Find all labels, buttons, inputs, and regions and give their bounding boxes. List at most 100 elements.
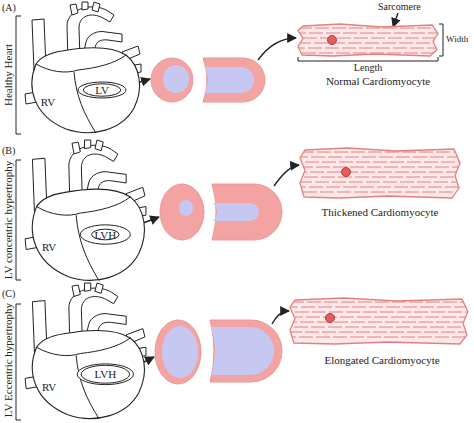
ventricle-wall — [155, 320, 201, 384]
blood-vessel — [85, 140, 91, 149]
sarcomere-striation — [300, 167, 460, 168]
sarcomere-striation — [298, 33, 438, 34]
chamber-label: LVH — [95, 229, 117, 240]
sarcomere-striation — [298, 38, 438, 39]
panel-bracket — [16, 16, 21, 134]
cardiomyocyte-cell: Thickened Cardiomyocyte — [300, 148, 460, 198]
sarcomere-striation — [300, 192, 460, 193]
cardiomyocyte-cell: Elongated Cardiomyocyte — [290, 298, 468, 344]
cell-nucleus — [328, 36, 337, 45]
short-axis-section — [160, 184, 204, 240]
cell-body — [290, 298, 468, 344]
section-plane — [78, 82, 126, 98]
section-plane — [81, 365, 129, 383]
ventricle-wall — [212, 184, 282, 240]
chamber-label: RV — [42, 381, 56, 392]
ventricle-wall — [160, 184, 204, 240]
cell-shape — [298, 24, 438, 56]
ventricle-cavity — [204, 67, 254, 93]
cell-membrane — [298, 24, 438, 56]
heart-shape — [22, 140, 147, 285]
chamber-border — [37, 347, 81, 355]
chamber-label: RV — [41, 97, 55, 108]
sarcomere-striation — [300, 182, 460, 183]
chamber-label: LVH — [95, 369, 117, 380]
section-plane — [77, 364, 133, 385]
sarcomere-striation — [290, 317, 468, 318]
chamber-border — [80, 338, 130, 354]
cell-shape — [290, 298, 468, 344]
pointer-arrow — [272, 311, 289, 324]
cardiomyocyte-cell: Normal Cardiomyocyte — [298, 24, 438, 56]
dimension-label: Width — [446, 35, 468, 44]
chamber-label: RV — [42, 242, 56, 253]
sarcomere-striation — [300, 187, 460, 188]
part-label: Sarcomere — [378, 2, 421, 12]
heart-illustration: RV LVH — [22, 283, 147, 423]
sarcomere-striation — [290, 322, 468, 323]
sarcomere-striation — [290, 332, 468, 333]
section-plane — [80, 225, 130, 244]
ventricle-cavity — [211, 327, 274, 375]
panel-bracket — [16, 160, 21, 280]
heart-illustration: RV LVH — [22, 140, 147, 285]
panel-bracket — [16, 304, 21, 420]
blood-vessel — [72, 285, 80, 296]
chamber-border — [80, 197, 130, 213]
cell-nucleus — [326, 314, 335, 323]
blood-vessel — [82, 2, 88, 10]
sarcomere-striation — [300, 157, 460, 158]
ventricle-cavity — [163, 65, 189, 93]
panel-title: LV concentric hypertrophy — [3, 161, 14, 280]
cell-body — [300, 148, 460, 198]
sarcomere-striation — [300, 177, 460, 178]
ventricle-cavity — [162, 326, 198, 378]
cell-membrane — [300, 148, 460, 198]
pointer-arrow — [258, 38, 296, 60]
cell-caption: Normal Cardiomyocyte — [326, 76, 430, 87]
blood-vessel — [92, 2, 100, 12]
dimension-label: Length — [354, 63, 382, 73]
chamber-border — [74, 72, 96, 133]
pointer-arrow — [393, 13, 398, 27]
section-plane — [92, 229, 120, 240]
heart-outline — [32, 330, 144, 418]
sarcomere-striation — [298, 28, 438, 29]
sarcomere-striation — [290, 302, 468, 303]
sarcomere-striation — [290, 327, 468, 328]
sarcomere-striation — [298, 48, 438, 49]
chamber-label: LV — [95, 85, 109, 96]
sarcomere-striation — [300, 172, 460, 173]
panel-letter: (B) — [2, 146, 15, 156]
heart-shape — [22, 2, 142, 137]
cell-caption: Thickened Cardiomyocyte — [322, 207, 439, 218]
panel-letter: (A) — [2, 3, 16, 13]
blood-vessel — [85, 283, 91, 291]
short-axis-section — [151, 58, 193, 102]
cell-shape — [300, 148, 460, 198]
ventricle-cavity — [179, 200, 193, 216]
chamber-border — [37, 207, 81, 216]
sarcomere-striation — [290, 312, 468, 313]
blood-vessel — [72, 142, 80, 154]
chamber-border — [78, 55, 126, 70]
blood-vessel — [95, 283, 103, 293]
ventricle-wall — [203, 58, 265, 102]
panel-title: Healthy Heart — [3, 44, 14, 106]
chamber-border — [36, 64, 78, 72]
heart-outline — [32, 189, 144, 280]
long-axis-section — [212, 184, 282, 240]
short-axis-section — [155, 320, 201, 384]
chamber-border — [76, 215, 99, 281]
heart-shape — [22, 283, 147, 423]
panel-title: LV Eccentric hypertrophy — [3, 303, 14, 417]
blood-vessel — [95, 140, 103, 151]
sarcomere-striation — [300, 162, 460, 163]
cell-membrane — [290, 298, 468, 344]
heart-outline — [32, 48, 140, 133]
sarcomere-striation — [290, 307, 468, 308]
sarcomere-striation — [298, 43, 438, 44]
dimension-bracket — [439, 24, 443, 56]
dimension-bracket — [298, 57, 438, 61]
